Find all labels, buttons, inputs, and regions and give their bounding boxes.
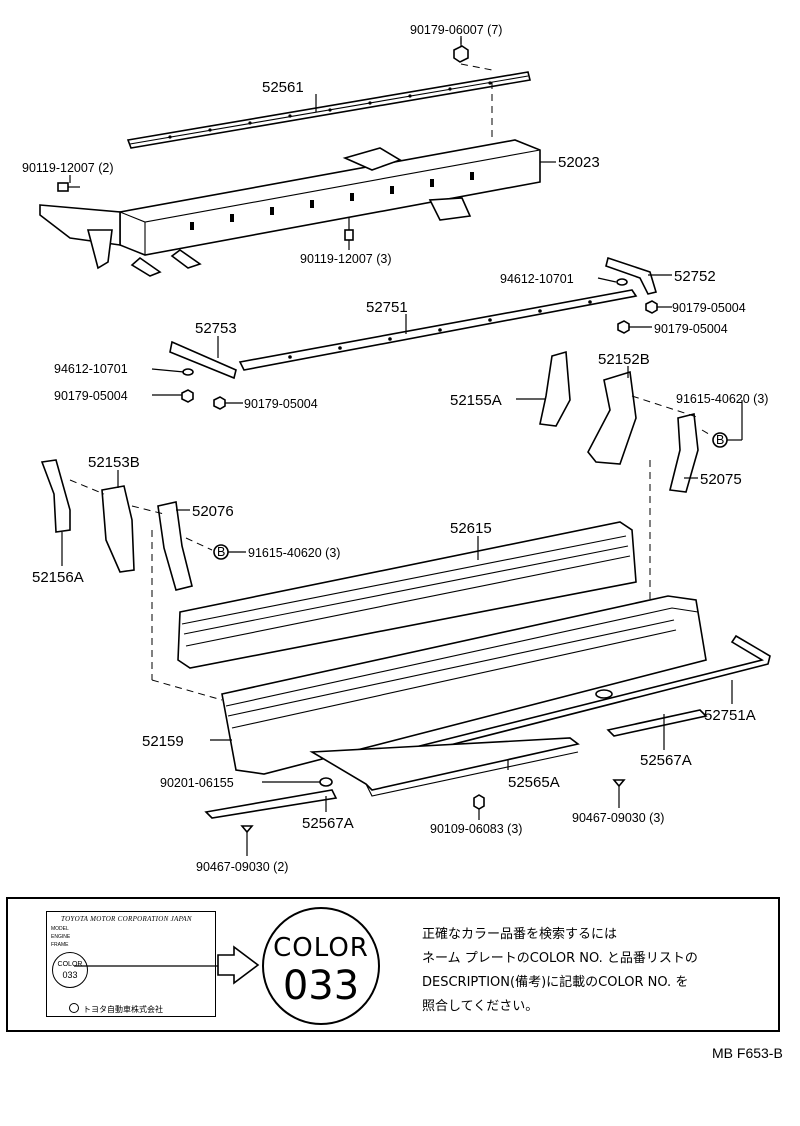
moulding-52565A [309, 737, 580, 797]
bumper-cover-52615 [177, 521, 637, 669]
label-94612-10701-left: 94612-10701 [54, 362, 128, 376]
bumper-reinforcement-52023 [39, 139, 541, 277]
label-90119-12007-2: 90119-12007 (2) [22, 161, 114, 175]
big-color-code: 033 [282, 963, 360, 1009]
label-94612-10701-right: 94612-10701 [500, 272, 574, 286]
toyota-logo-icon [69, 1003, 79, 1013]
plate-field-frame: FRAME [51, 942, 69, 948]
name-plate: TOYOTA MOTOR CORPORATION JAPAN MODEL ENG… [46, 911, 216, 1017]
label-52565A: 52565A [508, 774, 560, 791]
label-52567A-left: 52567A [302, 815, 354, 832]
label-90109-06083: 90109-06083 (3) [430, 822, 522, 836]
part-labels: 90179-06007 (7) 52561 52023 90119-12007 … [22, 23, 768, 874]
label-90179-05004-right1: 90179-05004 [672, 301, 746, 315]
clip-94612-10701-right-icon [616, 278, 628, 286]
b-marker-right-icon: B [712, 432, 728, 448]
bracket-52156A [40, 459, 71, 533]
color-info-box: TOYOTA MOTOR CORPORATION JAPAN MODEL ENG… [6, 897, 780, 1032]
plate-color-code: 033 [62, 970, 78, 980]
label-52751: 52751 [366, 299, 408, 316]
label-90179-06007: 90179-06007 (7) [410, 23, 502, 37]
b-marker-left: B [217, 545, 225, 559]
plate-header: TOYOTA MOTOR CORPORATION JAPAN [61, 915, 192, 923]
label-52075: 52075 [700, 471, 742, 488]
moulding-52567A-left [204, 789, 338, 819]
label-52153B: 52153B [88, 454, 140, 471]
label-90467-09030-3: 90467-09030 (3) [572, 811, 664, 825]
nut-90179-05004-left1-icon [181, 389, 194, 403]
page-reference: MB F653-B [712, 1045, 783, 1061]
bracket-52155A [539, 350, 571, 427]
plate-color-word: COLOR [57, 961, 83, 968]
label-52152B: 52152B [598, 351, 650, 368]
label-90179-05004-left1: 90179-05004 [54, 389, 128, 403]
nut-90179-05004-right1-icon [645, 300, 658, 314]
moulding-52567A-right [606, 709, 708, 737]
b-marker-left-icon: B [213, 544, 229, 560]
retainer-52752 [605, 256, 658, 295]
screw-90109-06083-icon [473, 794, 485, 816]
label-90179-05004-left2: 90179-05004 [244, 397, 318, 411]
retainer-strip-52751 [238, 289, 638, 371]
label-52159: 52159 [142, 733, 184, 750]
label-90201-06155: 90201-06155 [160, 776, 234, 790]
label-52156A: 52156A [32, 569, 84, 586]
bumper-arm-52152B [587, 370, 637, 465]
plate-field-engine: ENGINE [51, 934, 71, 940]
retainer-52753 [169, 340, 237, 380]
label-52155A: 52155A [450, 392, 502, 409]
instruction-line: 正確なカラー品番を検索するには [422, 927, 618, 942]
label-52567A-right: 52567A [640, 752, 692, 769]
color-instructions: 正確なカラー品番を検索するには ネーム プレートのCOLOR NO. と品番リス… [422, 923, 772, 1019]
label-52023: 52023 [558, 154, 600, 171]
screw-90467-09030-left-icon [240, 825, 254, 842]
label-90467-09030-2: 90467-09030 (2) [196, 860, 288, 874]
instruction-line: ネーム プレートのCOLOR NO. と品番リストの [422, 951, 698, 966]
label-91615-40620-left: 91615-40620 (3) [248, 546, 340, 560]
reinforcement-rail-52561 [126, 71, 531, 149]
nut-90201-06155-icon [319, 777, 333, 787]
big-color-word: COLOR [273, 933, 369, 963]
label-90179-05004-right2: 90179-05004 [654, 322, 728, 336]
label-52076: 52076 [192, 503, 234, 520]
label-91615-40620-right: 91615-40620 (3) [676, 392, 768, 406]
nut-90179-05004-right2-icon [617, 320, 630, 334]
bracket-52076 [157, 501, 193, 591]
bumper-cover-52159 [221, 595, 707, 775]
label-52561: 52561 [262, 79, 304, 96]
bumper-arm-52153B [101, 485, 135, 573]
bolt-90119-12007-left-icon [57, 182, 80, 192]
plate-footer: トヨタ自動車株式会社 [83, 1005, 163, 1014]
plate-color-circle: COLOR 033 [52, 952, 88, 988]
clip-94612-10701-left-icon [182, 368, 194, 376]
nut-90179-05004-left2-icon [213, 396, 226, 410]
label-52752: 52752 [674, 268, 716, 285]
instruction-line: DESCRIPTION(備考)に記載のCOLOR NO. を [422, 975, 689, 990]
screw-90467-09030-right-icon [612, 779, 626, 796]
label-52751A: 52751A [704, 707, 756, 724]
instruction-line: 照合してください。 [422, 999, 539, 1014]
label-52753: 52753 [195, 320, 237, 337]
label-52615: 52615 [450, 520, 492, 537]
big-color-circle: COLOR 033 [262, 907, 380, 1025]
bracket-52075 [669, 413, 699, 493]
b-marker-right: B [716, 433, 724, 447]
label-90119-12007-3: 90119-12007 (3) [300, 252, 392, 266]
leader-lines [61, 36, 743, 856]
bolt-90119-12007-bottom-icon [344, 218, 354, 241]
arrow-icon [74, 945, 260, 985]
plate-field-model: MODEL [51, 926, 69, 932]
